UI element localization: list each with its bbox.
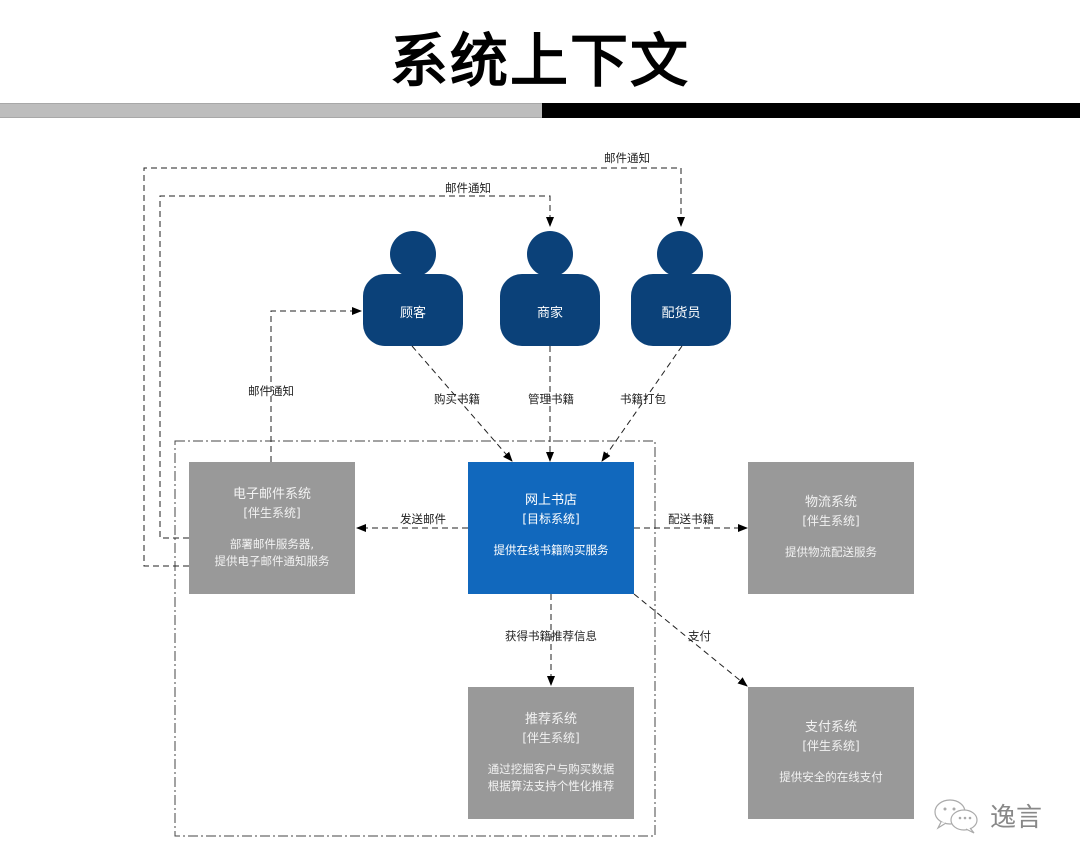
system-logistics-kind: [伴生系统]	[802, 514, 860, 528]
system-bookstore-kind: [目标系统]	[522, 512, 580, 526]
system-payment[interactable]: 支付系统 [伴生系统] 提供安全的在线支付	[748, 687, 914, 819]
desc-line: 根据算法支持个性化推荐	[487, 779, 615, 793]
desc-line: 部署邮件服务器,	[229, 537, 315, 551]
watermark: 逸言	[932, 797, 1042, 834]
system-email-kind: [伴生系统]	[243, 506, 301, 520]
system-logistics[interactable]: 物流系统 [伴生系统] 提供物流配送服务	[748, 462, 914, 594]
page-title: 系统上下文	[389, 27, 690, 95]
system-bookstore-name: 网上书店	[524, 493, 577, 508]
system-recommend-name: 推荐系统	[524, 712, 577, 727]
person-customer-label: 顾客	[399, 306, 426, 321]
system-email-name: 电子邮件系统	[232, 487, 311, 502]
system-payment-kind: [伴生系统]	[802, 739, 860, 753]
edge-buy-books	[411, 345, 513, 462]
header-bar-right	[542, 103, 1080, 118]
edge-label-mail-to-customer: 邮件通知	[248, 384, 294, 398]
edge-label-send-mail: 发送邮件	[400, 512, 446, 526]
desc-line: 提供在线书籍购买服务	[493, 543, 609, 557]
person-merchant-label: 商家	[536, 306, 563, 321]
desc-line: 提供安全的在线支付	[779, 770, 883, 784]
header-bar-left	[0, 103, 542, 118]
person-dispatcher[interactable]	[631, 231, 731, 346]
edge-label-manage-books: 管理书籍	[528, 392, 574, 406]
edge-pay	[633, 593, 748, 687]
system-payment-name: 支付系统	[804, 720, 857, 735]
system-email-desc: 部署邮件服务器, 提供电子邮件通知服务	[189, 536, 355, 570]
system-bookstore[interactable]: 网上书店 [目标系统] 提供在线书籍购买服务	[468, 462, 634, 594]
edge-mail-to-dispatcher	[143, 167, 685, 567]
system-recommend-kind: [伴生系统]	[522, 731, 580, 745]
watermark-text: 逸言	[990, 803, 1043, 833]
system-payment-desc: 提供安全的在线支付	[748, 769, 914, 786]
system-recommend-desc: 通过挖掘客户与购买数据 根据算法支持个性化推荐	[468, 761, 634, 795]
person-customer[interactable]	[363, 231, 463, 346]
system-logistics-desc: 提供物流配送服务	[748, 544, 914, 561]
desc-line: 提供物流配送服务	[785, 545, 877, 559]
edge-label-deliver-books: 配送书籍	[668, 512, 714, 526]
edge-mail-to-customer	[270, 307, 362, 462]
system-boundary	[174, 440, 656, 837]
edge-label-pay: 支付	[688, 629, 711, 643]
edge-label-mail-to-dispatcher: 邮件通知	[604, 151, 650, 165]
system-email[interactable]: 电子邮件系统 [伴生系统] 部署邮件服务器, 提供电子邮件通知服务	[189, 462, 355, 594]
person-merchant[interactable]	[500, 231, 600, 346]
edge-label-buy-books: 购买书籍	[434, 392, 480, 406]
system-bookstore-desc: 提供在线书籍购买服务	[468, 542, 634, 559]
system-recommend[interactable]: 推荐系统 [伴生系统] 通过挖掘客户与购买数据 根据算法支持个性化推荐	[468, 687, 634, 819]
edge-label-pack-books: 书籍打包	[620, 392, 666, 406]
desc-line: 通过挖掘客户与购买数据	[487, 762, 615, 776]
person-dispatcher-label: 配货员	[661, 306, 701, 321]
edge-label-mail-to-merchant: 邮件通知	[445, 181, 491, 195]
system-logistics-name: 物流系统	[804, 495, 857, 510]
wechat-icon	[934, 798, 978, 834]
edge-mail-to-merchant	[159, 195, 554, 539]
edge-label-get-recommend: 获得书籍推荐信息	[505, 629, 597, 643]
desc-line: 提供电子邮件通知服务	[214, 554, 330, 568]
edge-pack-books	[601, 345, 683, 462]
